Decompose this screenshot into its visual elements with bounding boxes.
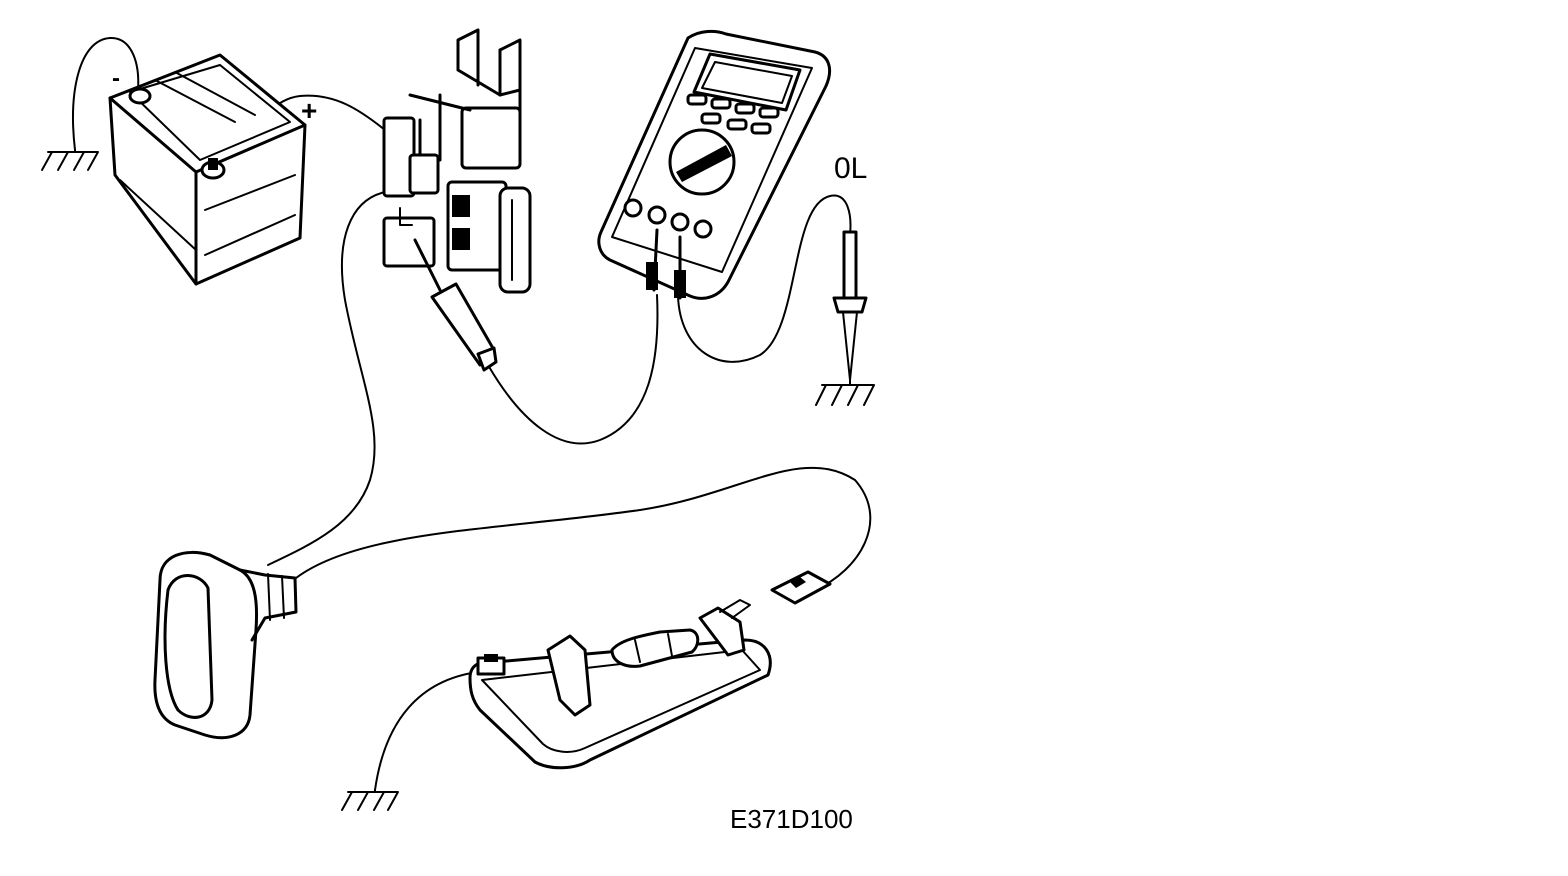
battery-positive-label: + [301, 95, 317, 126]
ground-symbol-icon [341, 789, 399, 811]
fuse-box-icon [382, 28, 532, 294]
multimeter-reading: 0L [834, 152, 867, 185]
door-switch-icon [153, 550, 298, 740]
courtesy-lamp-icon [468, 599, 772, 770]
probe-icon [832, 230, 868, 381]
probe-to-meter-wire [487, 294, 659, 445]
negative-terminal [128, 87, 152, 105]
switch-to-lamp-wire [295, 466, 872, 591]
battery-negative-label: - [112, 65, 120, 92]
lamp-ground-wire [374, 671, 479, 791]
ground-symbol-icon [815, 379, 875, 406]
multimeter-icon [597, 29, 832, 300]
probe-icon [413, 238, 498, 372]
battery-icon [108, 53, 307, 286]
figure-code: E371D100 [730, 804, 853, 834]
meter-to-ground-probe-wire [677, 194, 852, 363]
battery-ground-wire [72, 36, 140, 151]
fuse-to-switch-wire [267, 191, 386, 566]
connector-icon [770, 570, 832, 605]
ground-symbol-icon [41, 149, 99, 171]
